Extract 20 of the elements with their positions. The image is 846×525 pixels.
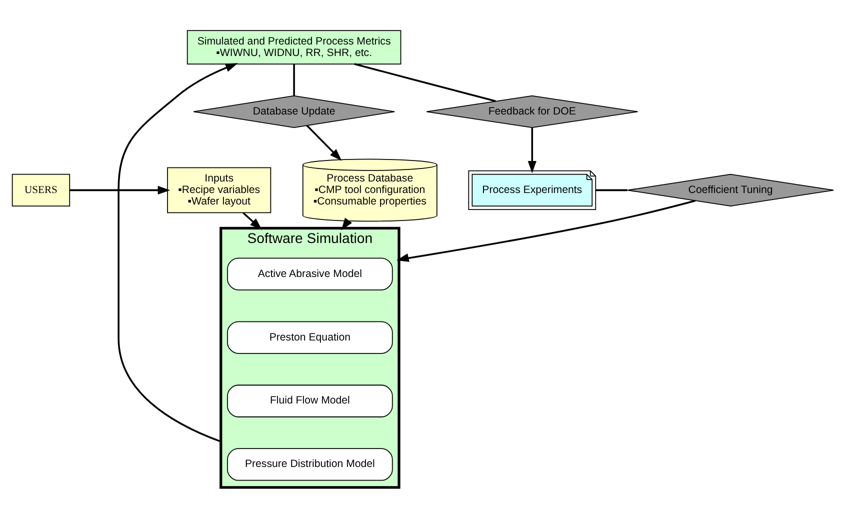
arrow bbox=[70, 186, 170, 195]
node-diamond: Feedback for DOE bbox=[426, 95, 638, 128]
node-box: Pressure Distribution Model bbox=[227, 448, 393, 481]
node-box: USERS bbox=[12, 174, 70, 206]
arrow bbox=[528, 128, 536, 174]
node-box: Active Abrasive Model bbox=[227, 258, 393, 290]
node-diamond: Database Update bbox=[193, 95, 396, 128]
arrow bbox=[306, 124, 342, 161]
node-box: Preston Equation bbox=[227, 321, 393, 354]
arrow bbox=[242, 212, 262, 230]
connector bbox=[596, 189, 628, 192]
arrow bbox=[341, 218, 352, 230]
arrow bbox=[118, 63, 238, 442]
connector bbox=[293, 64, 295, 96]
node-diamond: Coefficient Tuning bbox=[627, 174, 834, 207]
node-box: Fluid Flow Model bbox=[227, 384, 393, 418]
node-box: Inputs ▪Recipe variables ▪Wafer layout bbox=[167, 167, 272, 214]
connector bbox=[354, 63, 496, 102]
node-box: Simulated and Predicted Process Metrics ▪WIWNU, WIDNU, RR, SHR, etc. bbox=[186, 30, 402, 64]
arrow bbox=[396, 200, 696, 262]
